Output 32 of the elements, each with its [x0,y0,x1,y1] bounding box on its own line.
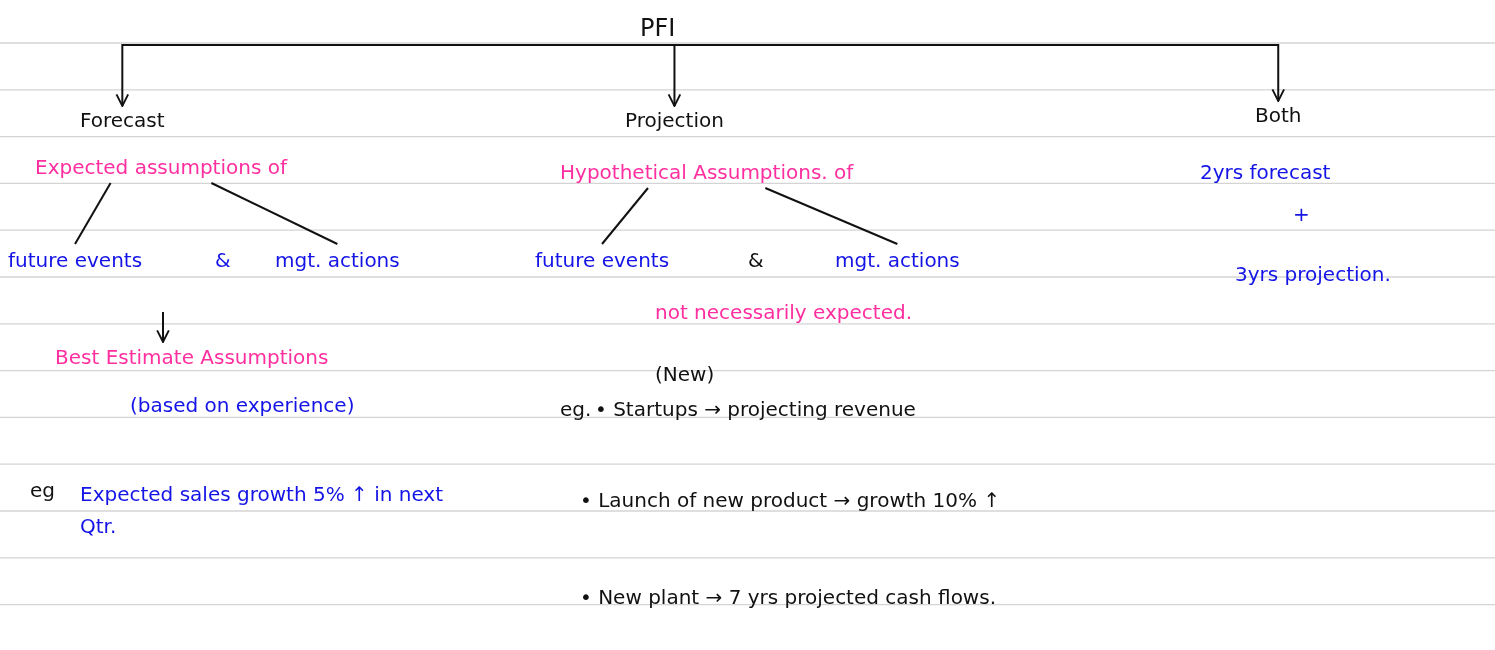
category-heading: Forecast [80,108,165,132]
branch-line [764,187,899,245]
note-text: 2yrs forecast [1200,160,1331,184]
example-marker: eg [30,478,55,502]
category-heading: Both [1255,103,1302,127]
assumption-text: Hypothetical Assumptions. of [560,160,854,184]
arrow [115,43,659,107]
ampersand: & [215,248,231,272]
assumption-text: Expected assumptions of [35,155,287,179]
branch-line [601,187,649,245]
branch-text: mgt. actions [275,248,400,272]
branch-text: future events [8,248,143,272]
note-text: (New) [655,362,715,386]
branch-text: mgt. actions [835,248,960,272]
example-text: • New plant → 7 yrs projected cash flows. [580,585,996,609]
arrow [156,311,170,343]
note-text: 3yrs projection. [1235,262,1391,286]
branch-text: future events [535,248,670,272]
note-text: (based on experience) [130,393,355,417]
heading-text: PFI [640,14,676,43]
plus-sign: + [1293,202,1310,226]
assumption-text: Best Estimate Assumptions [55,345,329,369]
ampersand: & [748,248,764,272]
note-text: not necessarily expected. [655,300,912,324]
category-heading: Projection [625,108,724,132]
branch-line [210,182,339,245]
example-marker: eg. [560,397,592,421]
branch-line [74,182,112,245]
example-text: • Launch of new product → growth 10% ↑ [580,488,1001,512]
example-text: • Startups → projecting revenue [595,397,916,421]
arrow [656,43,1285,102]
example-text: Expected sales growth 5% ↑ in next Qtr. [80,481,445,540]
